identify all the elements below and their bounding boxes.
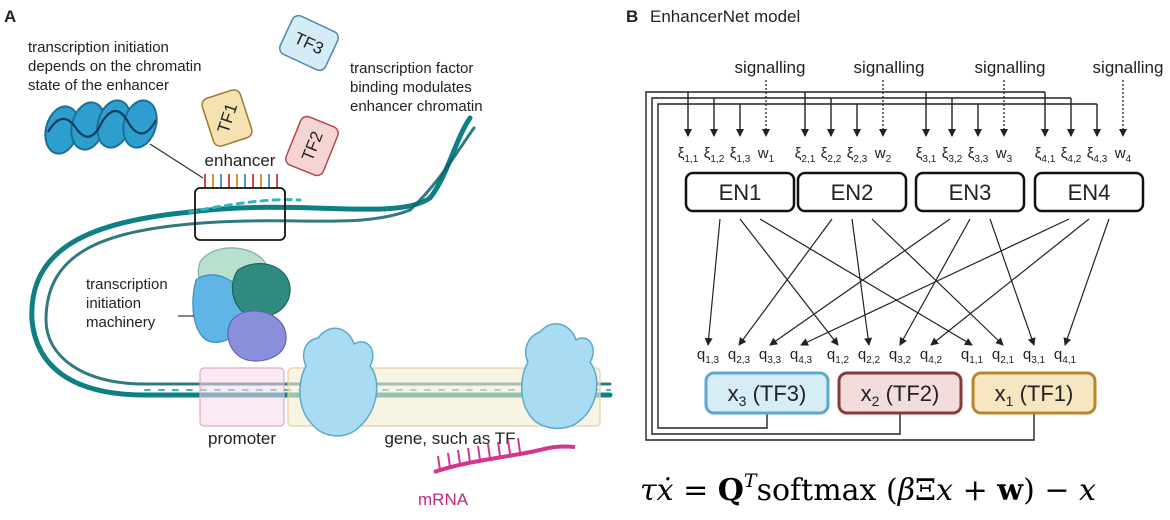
- gene-label: gene, such as TF: [384, 429, 515, 448]
- enhancer-label: enhancer: [205, 151, 276, 170]
- w-symbol: w2: [874, 145, 892, 165]
- q-symbol: q4,2: [920, 346, 943, 366]
- signalling-label-1: signalling: [735, 58, 806, 77]
- enhancer-q-arrow: [800, 218, 1070, 346]
- model-equation: τẋ = QTsoftmax (βΞx + w) − x: [640, 470, 1096, 508]
- machinery-line-3: machinery: [86, 314, 156, 331]
- xi-symbol: ξ3,2: [942, 145, 963, 165]
- tf-node-3: x3 (TF3): [704, 371, 830, 415]
- panel-b-label: B: [626, 7, 638, 26]
- tf-node-1: x1 (TF1): [971, 371, 1097, 415]
- feedback-wire: [657, 103, 1097, 429]
- w-symbol: w4: [1114, 145, 1132, 165]
- panel-a-label: A: [4, 7, 16, 26]
- enhancer-q-arrow: [871, 218, 1004, 346]
- w-symbol: w1: [757, 145, 775, 165]
- note-tf-line-1: transcription factor: [350, 60, 473, 77]
- feedback-wire: [645, 91, 1045, 441]
- xi-symbol: ξ4,3: [1087, 145, 1108, 165]
- signalling-label-3: signalling: [975, 58, 1046, 77]
- enhancer-box: [194, 187, 286, 241]
- xi-symbol: ξ4,1: [1035, 145, 1056, 165]
- enhancer-node-label: EN1: [719, 180, 762, 205]
- enhancer-node-en3: EN3: [914, 171, 1026, 213]
- xi-symbol: ξ3,1: [916, 145, 937, 165]
- q-symbol: q2,1: [992, 346, 1015, 366]
- note-tf-line-3: enhancer chromatin: [350, 98, 483, 115]
- tf-node-label: x3 (TF3): [728, 381, 807, 409]
- q-symbol: q4,3: [790, 346, 813, 366]
- enhancer-q-arrow: [739, 218, 839, 346]
- feedback-wire: [651, 97, 1071, 435]
- tf1-shape: TF1: [201, 89, 253, 147]
- signalling-label-2: signalling: [854, 58, 925, 77]
- note-tf-line-2: binding modulates: [350, 79, 472, 96]
- q-symbol: q3,2: [889, 346, 912, 366]
- note-initiation-line-1: transcription initiation: [28, 39, 169, 56]
- xi-symbol: ξ2,2: [821, 145, 842, 165]
- enhancer-q-arrow: [930, 218, 1090, 346]
- enhancer-q-arrow: [769, 218, 951, 346]
- xi-symbol: ξ1,3: [730, 145, 751, 165]
- chromatin-nucleosomes: [44, 99, 204, 179]
- enhancer-node-label: EN3: [949, 180, 992, 205]
- polymerase-1: [299, 327, 378, 437]
- enhancer-nodes: EN1 EN2 EN3 EN4: [684, 171, 1145, 213]
- q-symbol: q2,2: [858, 346, 881, 366]
- tf-node-2: x2 (TF2): [837, 371, 963, 415]
- panel-a: A transcription initiation depends on th…: [4, 7, 613, 509]
- enhancer-q-arrow: [704, 218, 721, 346]
- tf-node-label: x1 (TF1): [995, 381, 1074, 409]
- enhancer-ticks: [204, 174, 278, 188]
- q-symbol: q1,3: [697, 346, 720, 366]
- machinery-line-1: transcription: [86, 276, 168, 293]
- machinery-line-2: initiation: [86, 295, 141, 312]
- signalling-arrows: [684, 80, 1127, 137]
- tf3-shape: TF3: [279, 14, 339, 72]
- q-symbol: q3,1: [1023, 346, 1046, 366]
- mrna-label: mRNA: [418, 490, 469, 509]
- polymerase-2: [521, 323, 598, 430]
- q-symbol: q3,3: [759, 346, 782, 366]
- signalling-label-4: signalling: [1093, 58, 1164, 77]
- xi-symbol: ξ1,2: [704, 145, 725, 165]
- xi-symbol: ξ2,1: [795, 145, 816, 165]
- enhancer-q-arrow: [1063, 218, 1110, 346]
- xi-symbol: ξ3,3: [968, 145, 989, 165]
- enhancer-node-en1: EN1: [684, 171, 796, 213]
- panel-b-title: EnhancerNet model: [650, 7, 800, 26]
- note-initiation-line-3: state of the enhancer: [28, 77, 169, 94]
- xi-symbol: ξ4,2: [1061, 145, 1082, 165]
- xi-symbol: ξ1,1: [678, 145, 699, 165]
- promoter-label: promoter: [208, 429, 276, 448]
- panel-b: B EnhancerNet model signalling signallin…: [626, 7, 1163, 508]
- q-symbol: q1,2: [827, 346, 850, 366]
- tf-nodes: x3 (TF3) x2 (TF2) x1 (TF1): [704, 371, 1097, 415]
- enhancer-q-arrow: [738, 218, 833, 346]
- enhancer-node-en4: EN4: [1033, 171, 1145, 213]
- enhancer-node-en2: EN2: [796, 171, 908, 213]
- q-symbol: q4,1: [1054, 346, 1077, 366]
- enhancer-q-arrow: [989, 218, 1036, 346]
- w-symbol: w3: [995, 145, 1013, 165]
- promoter-region: [199, 367, 285, 427]
- mrna-strand: [433, 437, 576, 474]
- feedback-wires: [645, 91, 1098, 441]
- note-initiation-line-2: depends on the chromatin: [28, 58, 201, 75]
- enhancer-node-label: EN2: [831, 180, 874, 205]
- q-symbol: q1,1: [961, 346, 984, 366]
- q-symbol: q2,3: [728, 346, 751, 366]
- xi-symbol: ξ2,3: [847, 145, 868, 165]
- machinery-complex: [192, 247, 291, 362]
- q-symbol-row: q1,3 q2,3 q3,3 q4,3 q1,2 q2,2 q3,2 q4,2 q1,1 q2,1…: [697, 346, 1077, 366]
- tf2-shape: TF2: [285, 115, 339, 177]
- tf-node-label: x2 (TF2): [861, 381, 940, 409]
- enhancer-node-label: EN4: [1068, 180, 1111, 205]
- enhancer-q-arrow: [759, 218, 973, 346]
- enhancer-to-q-arrows: [704, 218, 1110, 346]
